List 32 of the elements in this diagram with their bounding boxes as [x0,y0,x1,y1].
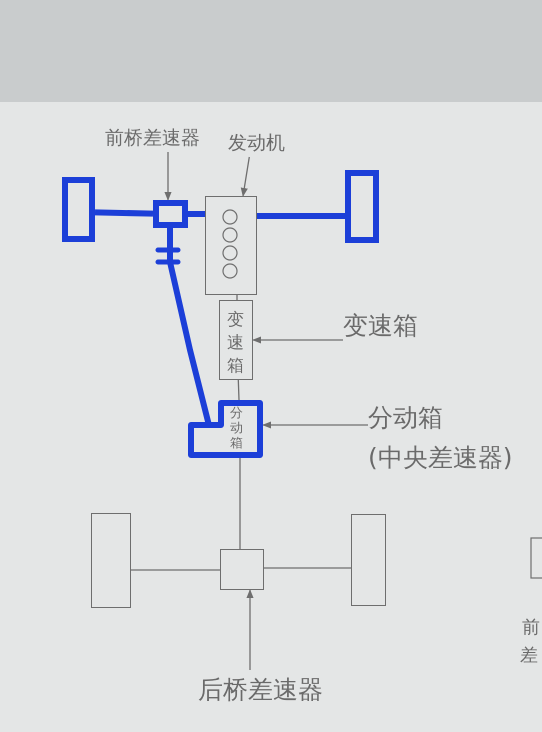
wheel-box [91,513,131,608]
text-fragment: 差 [520,644,538,667]
part-label: 变速箱 [343,310,419,342]
leader-arrow [262,421,368,429]
drive-shaft [257,213,345,219]
engine-box [205,196,257,295]
part-label: 分动箱 [368,402,444,434]
shaft-line [236,295,238,300]
part-label: 前桥差速器 [105,126,201,151]
part-label: 后桥差速器 [198,674,324,706]
shaft-line [239,458,241,549]
shaft-line [264,567,351,569]
leader-arrow [240,156,250,197]
box-label: 变速箱 [227,309,245,378]
drive-shaft [94,209,154,217]
gearbox-box [219,300,253,380]
differential-box [220,549,264,590]
wheel-box [345,170,379,243]
leader-arrow [246,589,254,670]
differential-box [153,200,188,228]
wheel-box [62,177,95,242]
box-label: 分动箱 [230,406,244,451]
shaft-line [131,569,220,571]
part-label: 发动机 [228,131,286,156]
shaft-line [238,380,240,400]
wheel-box [351,514,386,606]
part-label: (中央差速器) [368,442,514,474]
drive-shaft [188,211,205,217]
leader-arrow [164,152,172,201]
text-fragment: 前 [522,616,540,639]
leader-arrow [252,336,343,344]
transfer-case-box [188,400,263,458]
